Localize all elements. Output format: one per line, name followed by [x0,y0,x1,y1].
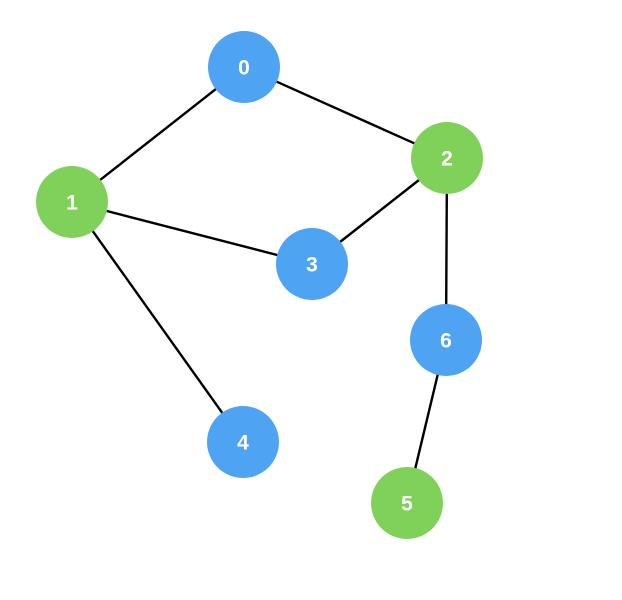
graph-node-3[interactable]: 3 [276,228,348,300]
node-layer: 0 1 2 3 4 5 6 [36,31,483,539]
graph-node-circle-3[interactable] [276,228,348,300]
graph-node-label-5: 5 [401,493,413,516]
graph-node-label-2: 2 [441,148,453,171]
graph-node-0[interactable]: 0 [208,31,280,103]
graph-node-2[interactable]: 2 [411,122,483,194]
graph-edge-1-3 [104,209,280,257]
graph-node-label-3: 3 [306,254,318,277]
graph-node-circle-5[interactable] [371,467,443,539]
graph-node-circle-2[interactable] [411,122,483,194]
graph-node-circle-6[interactable] [410,304,482,376]
graph-node-5[interactable]: 5 [371,467,443,539]
graph-edge-2-6 [444,191,449,307]
graph-node-label-1: 1 [66,192,78,215]
graph-node-4[interactable]: 4 [207,406,279,478]
graph-node-circle-1[interactable] [36,166,108,238]
graph-node-label-0: 0 [238,57,250,80]
graph-node-circle-0[interactable] [208,31,280,103]
graph-node-circle-4[interactable] [207,406,279,478]
graph-edge-1-4 [90,228,225,416]
edge-layer [90,79,449,471]
graph-edge-2-3 [337,178,422,244]
graph-node-1[interactable]: 1 [36,166,108,238]
graph-edge-0-2 [274,79,417,146]
graph-edge-5-6 [413,372,440,471]
graph-node-label-4: 4 [237,432,249,455]
graph-node-label-6: 6 [440,330,452,353]
graph-edge-0-1 [98,87,218,182]
graph-node-6[interactable]: 6 [410,304,482,376]
